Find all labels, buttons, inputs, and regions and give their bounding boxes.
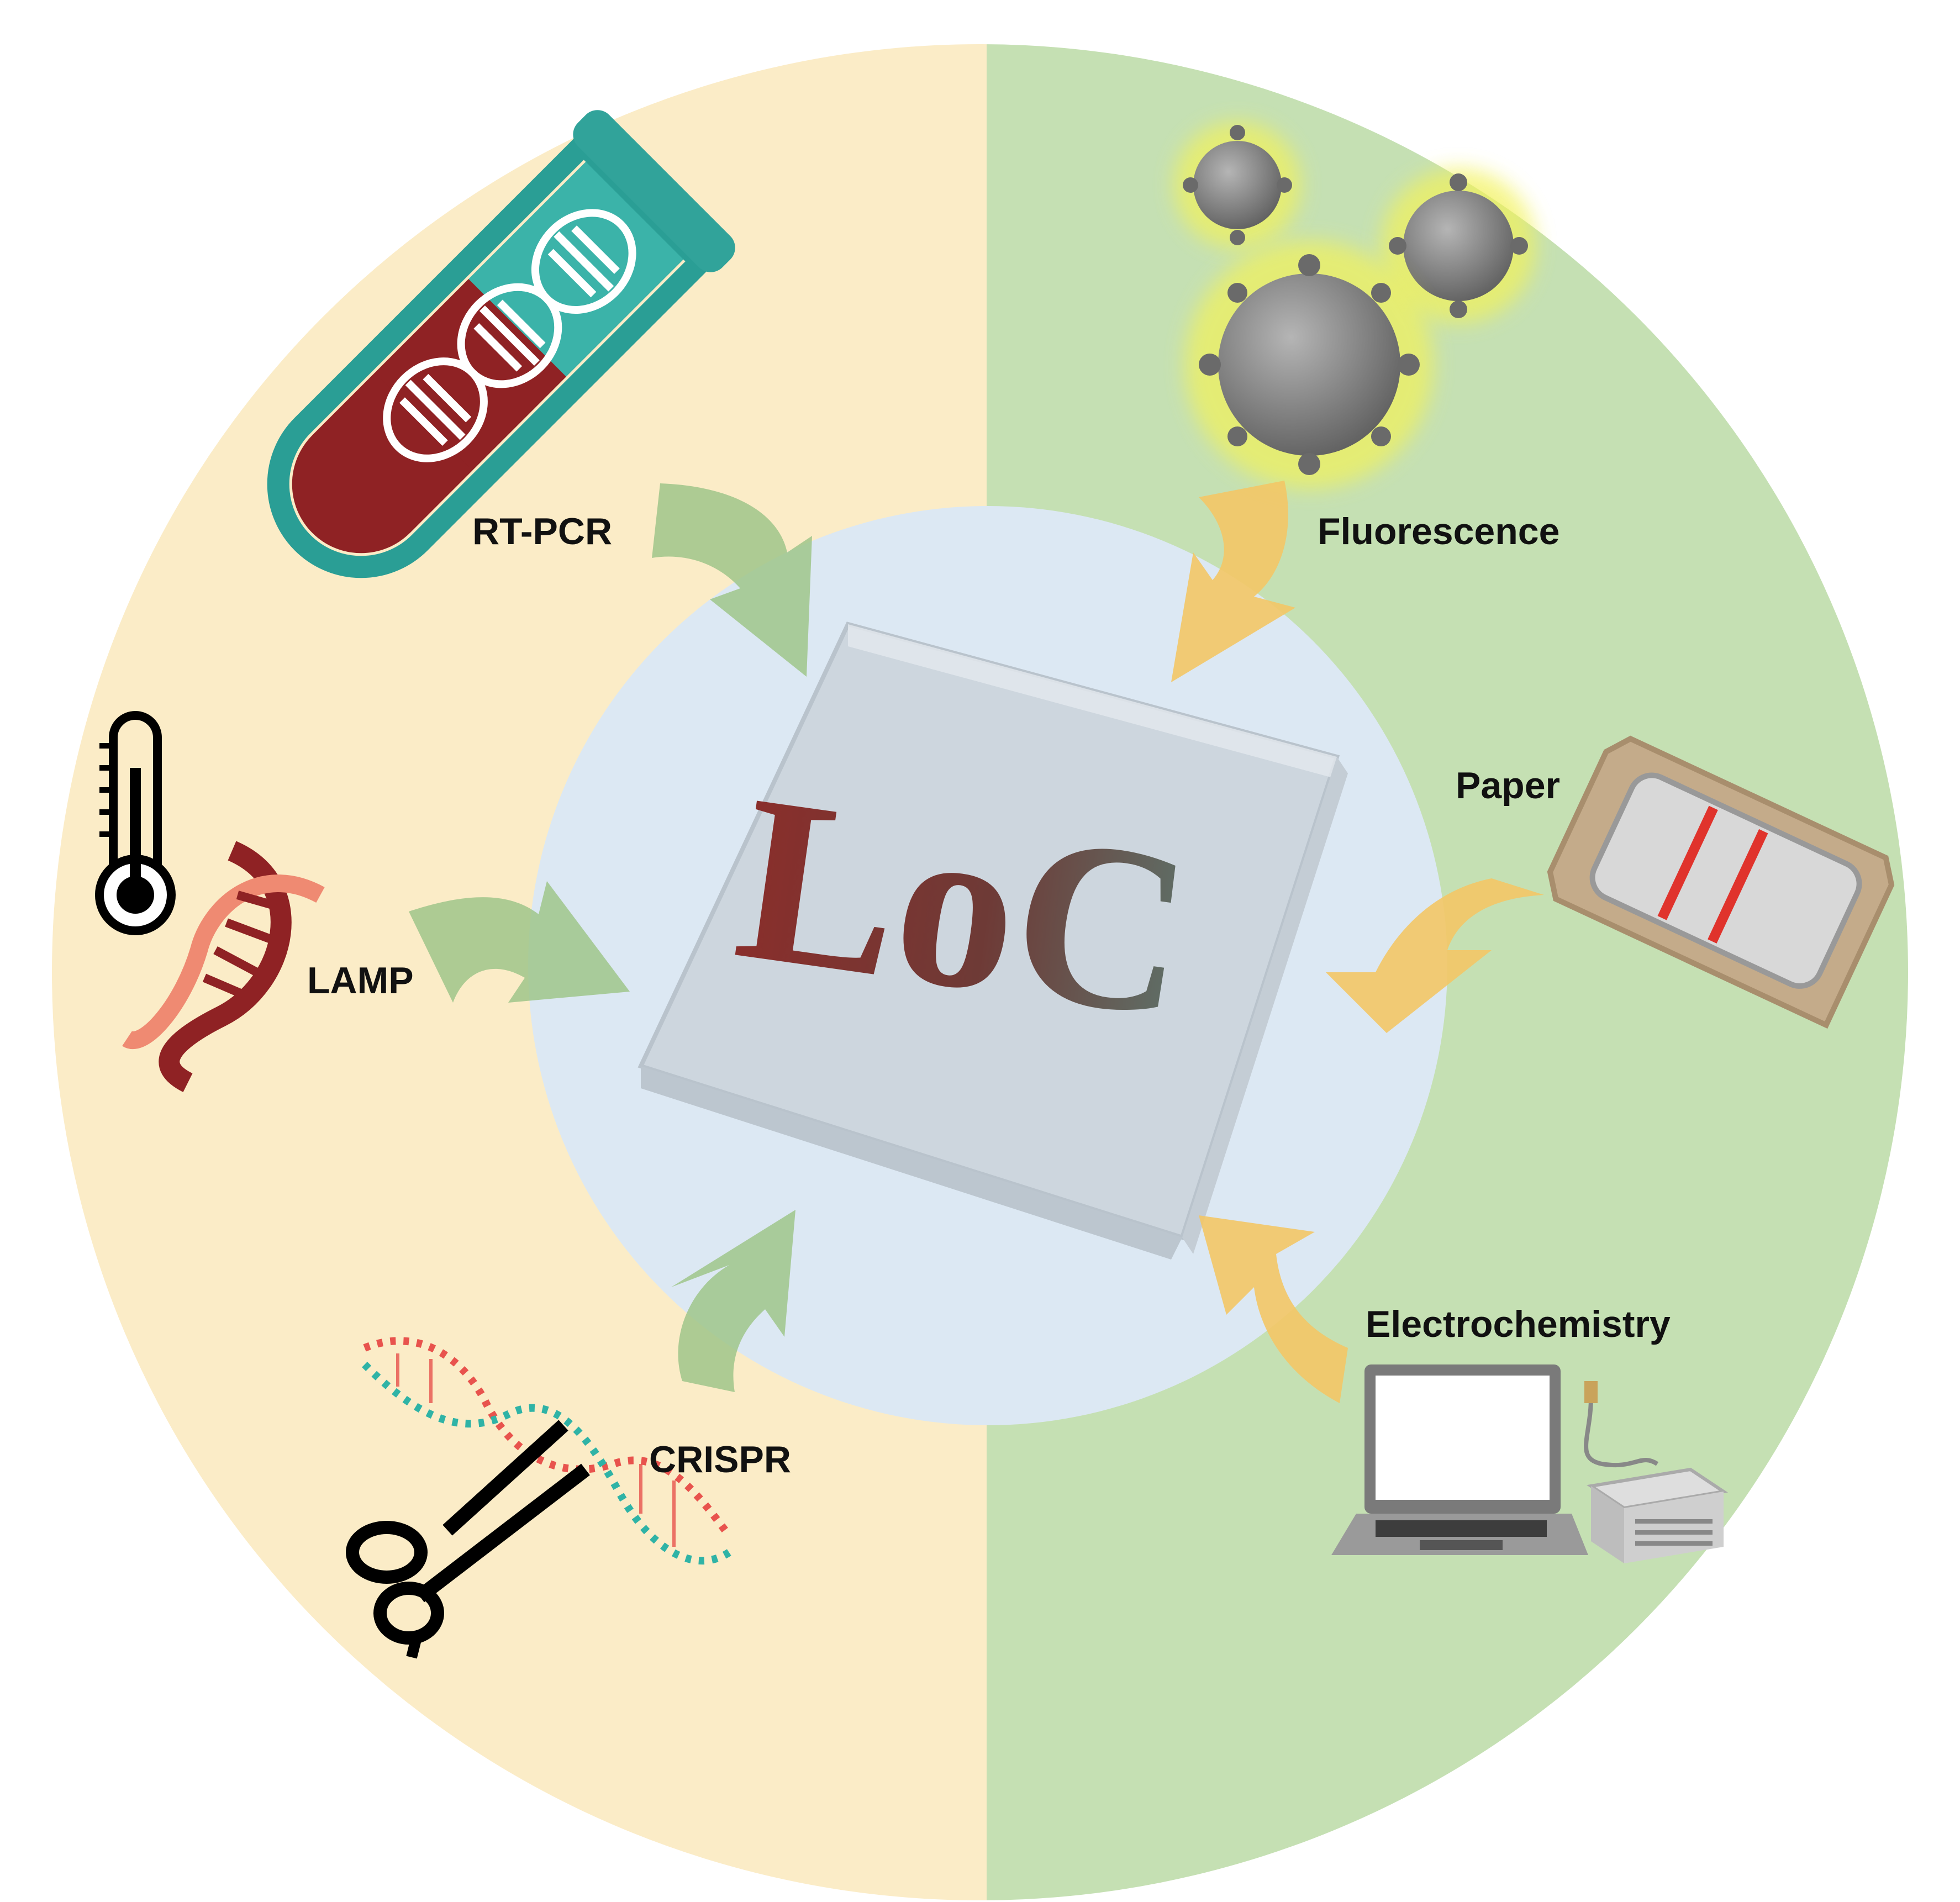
- loc-chip: LoC: [637, 621, 1348, 1260]
- label-electrochemistry: Electrochemistry: [1366, 1303, 1671, 1345]
- label-lamp: LAMP: [307, 960, 414, 1002]
- virus-icon: [1174, 122, 1536, 489]
- label-rt-pcr: RT-PCR: [472, 510, 612, 552]
- label-crispr: CRISPR: [649, 1439, 791, 1480]
- arrow-crispr: [671, 1210, 795, 1392]
- arrow-rt-pcr: [652, 483, 812, 677]
- scissors-dna-icon: [346, 1337, 733, 1659]
- thermometer-dna-icon: [95, 711, 325, 1092]
- test-tube-dna-icon: [267, 110, 735, 578]
- label-fluorescence: Fluorescence: [1318, 510, 1559, 552]
- arrow-lamp: [409, 881, 630, 1003]
- arrow-fluorescence: [1171, 481, 1295, 682]
- label-paper: Paper: [1456, 765, 1560, 807]
- laptop-potentiostat-icon: [1331, 1364, 1728, 1563]
- arrow-paper: [1326, 878, 1544, 1033]
- arrow-electrochemistry: [1199, 1215, 1348, 1403]
- center-title: LoC: [724, 745, 1205, 1068]
- test-strip-icon: [1547, 735, 1895, 1029]
